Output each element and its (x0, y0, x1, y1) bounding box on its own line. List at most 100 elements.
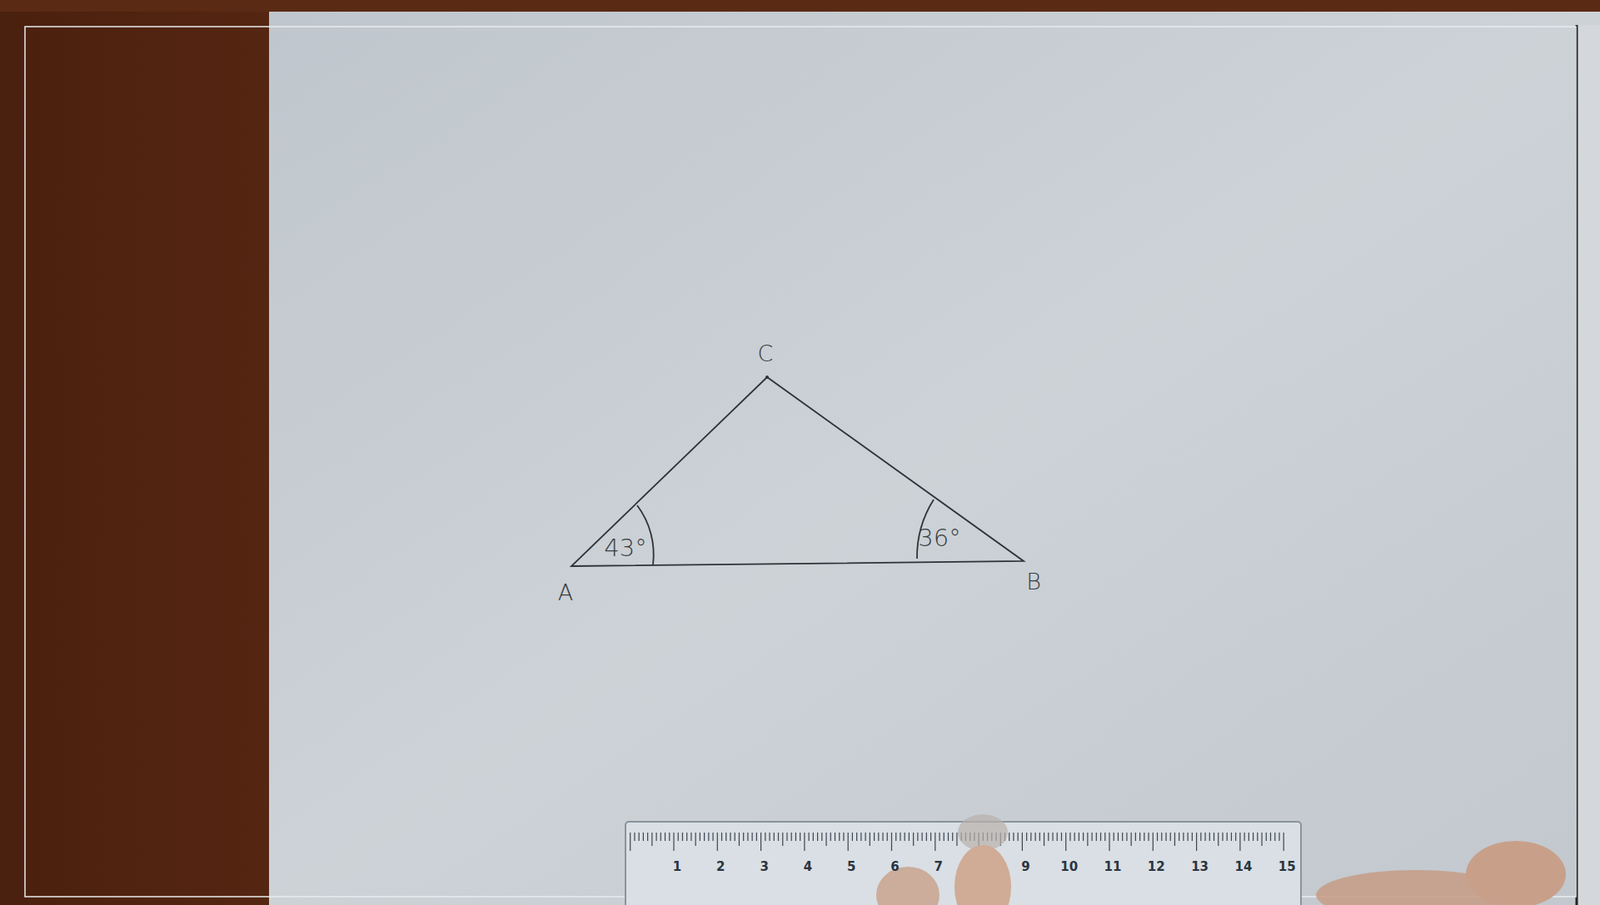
ruler-tick (856, 832, 858, 842)
ruler-tick (1266, 832, 1267, 842)
ruler-tick (647, 832, 648, 842)
ruler-tick (1034, 832, 1036, 842)
ruler-number: 10 (1060, 859, 1078, 875)
ruler-tick (1100, 832, 1102, 842)
ruler-tick (1283, 832, 1285, 852)
ruler-tick (1131, 832, 1132, 847)
ruler-tick (956, 832, 958, 847)
ruler-tick (768, 832, 770, 842)
ruler-number: 6 (890, 859, 899, 875)
ruler-tick (947, 832, 949, 842)
ruler-tick (938, 832, 940, 842)
ruler-tick (895, 832, 897, 842)
ruler-tick (1209, 832, 1211, 842)
ruler-tick (869, 832, 871, 847)
hand (876, 814, 1566, 905)
ruler-tick (695, 832, 697, 847)
ruler-tick (799, 832, 801, 842)
ruler-tick (904, 832, 906, 842)
ruler-tick (1221, 832, 1223, 842)
angle-label: 43° (603, 533, 647, 563)
ruler-tick (1108, 832, 1110, 852)
ruler-tick (1187, 832, 1189, 842)
ruler-tick (1096, 832, 1097, 842)
ruler-tick (803, 832, 805, 852)
ruler-tick (1270, 832, 1272, 842)
ruler-tick (682, 832, 683, 842)
ruler-tick (1213, 832, 1215, 842)
ruler-number: 7 (934, 859, 943, 875)
ruler-tick (922, 832, 923, 842)
ruler-tick (742, 832, 744, 842)
ruler-tick (764, 832, 766, 842)
ruler-tick (899, 832, 901, 842)
ruler-tick (812, 832, 814, 842)
ruler-tick (1043, 832, 1045, 847)
vertex-label: B (1026, 568, 1042, 595)
ruler-tick (1065, 832, 1067, 852)
ruler-tick (1051, 832, 1053, 842)
ruler-tick (1021, 832, 1023, 852)
frame-border (24, 26, 1576, 898)
vertex-label: A (558, 579, 574, 606)
ruler-tick (1012, 832, 1014, 842)
ruler-tick (808, 832, 810, 842)
ruler-number: 4 (803, 859, 813, 875)
ruler-tick (825, 832, 827, 847)
ruler-tick (821, 832, 823, 842)
ruler-tick (786, 832, 788, 842)
ruler-tick (1196, 832, 1197, 852)
ruler-number: 12 (1147, 859, 1166, 875)
ruler-tick (930, 832, 932, 842)
vertex-dot (765, 375, 769, 379)
ruler-tick (1061, 832, 1062, 842)
ruler-tick (747, 832, 748, 842)
ruler-tick (703, 832, 705, 842)
ruler-tick (1170, 832, 1172, 842)
ruler-tick (852, 832, 853, 842)
ruler-tick (1161, 832, 1162, 842)
vertex-label: C (757, 340, 774, 367)
ruler-tick (795, 832, 797, 842)
ruler-tick (642, 832, 644, 842)
ruler-tick (782, 832, 783, 847)
ruler-tick (777, 832, 779, 842)
ruler-tick (1256, 832, 1258, 842)
ruler-tick (830, 832, 832, 842)
ruler-tick (760, 832, 762, 852)
ruler-tick (926, 832, 928, 842)
ruler-tick (882, 832, 883, 842)
ruler-tick (1217, 832, 1219, 847)
ruler-tick (1121, 832, 1123, 842)
ruler-tick (1113, 832, 1115, 842)
ruler-tick (707, 832, 709, 842)
ruler-tick (717, 832, 718, 852)
ruler-tick (1278, 832, 1280, 842)
ruler-tick (934, 832, 936, 852)
ruler-tick (1082, 832, 1084, 842)
triangle-abc (571, 377, 1024, 567)
ruler-tick (1091, 832, 1092, 842)
ruler-tick (1261, 832, 1262, 847)
finger (954, 845, 1012, 905)
ruler-tick (729, 832, 731, 842)
ruler-tick (773, 832, 775, 842)
ruler-tick (734, 832, 736, 842)
ruler-number: 1 (672, 859, 682, 875)
ruler-tick (752, 832, 753, 842)
ruler-tick (887, 832, 888, 842)
ruler-tick (690, 832, 692, 842)
ruler-tick (655, 832, 657, 842)
ruler-tick (629, 832, 631, 852)
ruler-tick (817, 832, 818, 842)
ruler-tick (672, 832, 674, 852)
ruler-tick (1239, 832, 1241, 852)
ruler-tick (1078, 832, 1080, 842)
ruler-tick (1008, 832, 1010, 842)
ruler-tick (699, 832, 701, 842)
ruler-tick (668, 832, 670, 842)
ruler-number: 11 (1104, 859, 1122, 875)
ruler-tick (1244, 832, 1246, 842)
ruler-tick (1200, 832, 1202, 842)
